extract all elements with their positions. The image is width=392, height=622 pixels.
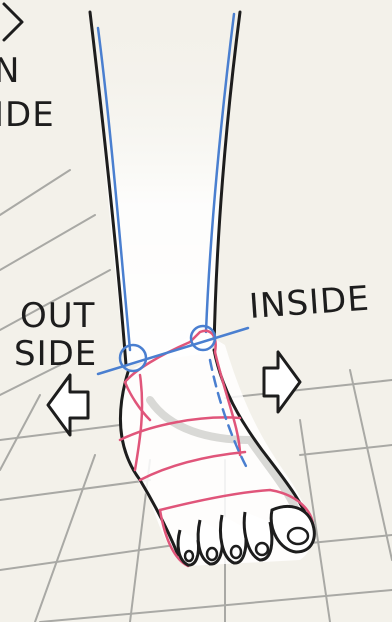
left-outline-arrow-icon (48, 375, 88, 435)
leg (90, 10, 240, 365)
top-left-label-line1: N (0, 51, 20, 91)
inside-label: INSIDE (248, 279, 371, 327)
outside-label-line1: OUT (20, 296, 95, 336)
top-left-label-line2: IDE (0, 95, 55, 135)
right-outline-arrow-icon (264, 352, 300, 412)
outside-label-line2: SIDE (14, 334, 97, 374)
right-chevron-icon (4, 4, 22, 40)
